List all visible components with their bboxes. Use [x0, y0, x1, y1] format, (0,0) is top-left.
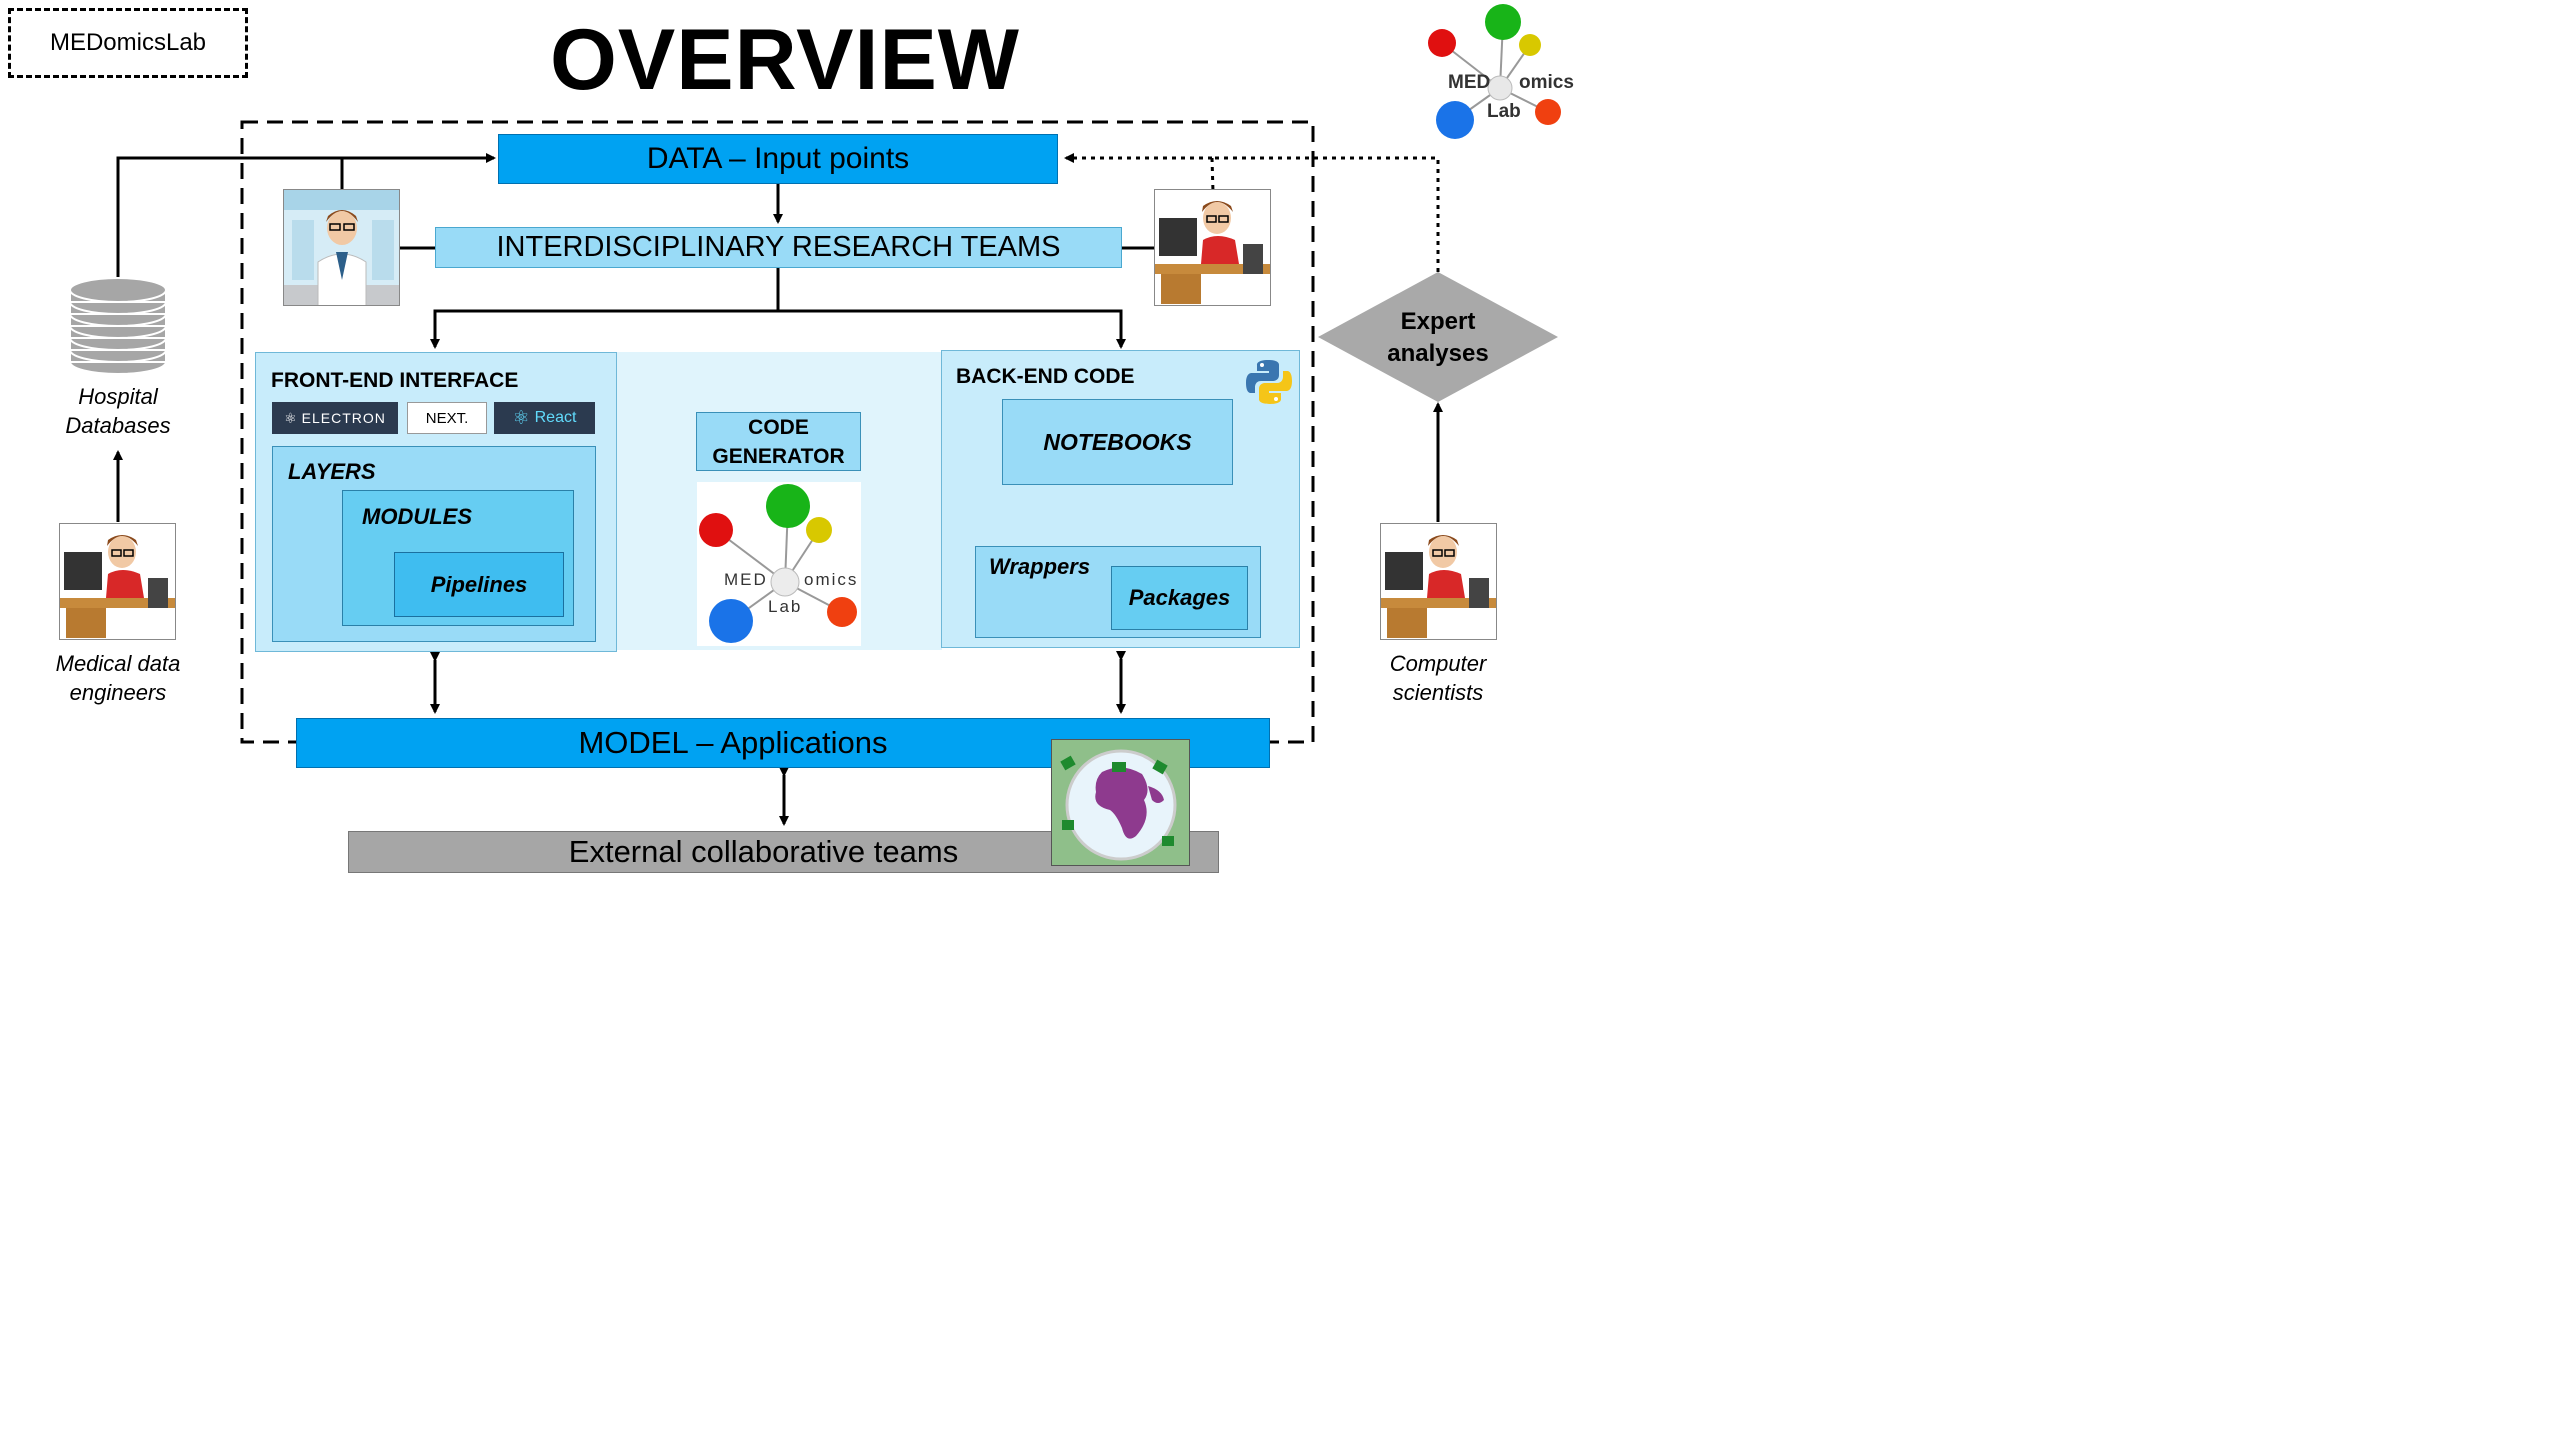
react-icon: ⚛: [512, 407, 530, 429]
logo-top-lab: Lab: [1487, 101, 1521, 122]
layers-label: LAYERS: [288, 459, 376, 484]
layers-box: LAYERS MODULES Pipelines: [272, 446, 596, 642]
computer-scientist-illustration: [1380, 523, 1497, 640]
engineer-illustration: [59, 523, 176, 640]
page-title: OVERVIEW: [550, 11, 1020, 108]
hospital-databases-caption: Hospital Databases: [65, 384, 171, 438]
lab-label-box: MEDomicsLab: [8, 8, 248, 78]
medomics-logo-center-bg: [697, 482, 861, 646]
python-icon: [1246, 360, 1292, 404]
logo-center-omics: omics: [804, 570, 859, 589]
wrappers-label: Wrappers: [989, 554, 1091, 579]
backend-panel: BACK-END CODE NOTEBOOKS Wrappers Package…: [941, 350, 1300, 648]
wrappers-box: Wrappers Packages: [975, 546, 1261, 638]
logo-center-lab: Lab: [768, 597, 803, 616]
electron-logo: ⚛ELECTRON: [272, 402, 398, 434]
research-teams-box: INTERDISCIPLINARY RESEARCH TEAMS: [435, 227, 1122, 268]
react-logo: ⚛React: [494, 402, 595, 434]
modules-box: MODULES Pipelines: [342, 490, 574, 626]
data-input-box: DATA – Input points: [498, 134, 1058, 184]
medical-engineers-caption: Medical data engineers: [55, 651, 181, 705]
frontend-panel: FRONT-END INTERFACE ⚛ELECTRON NEXT. ⚛Rea…: [255, 352, 617, 652]
logo-top-omics: omics: [1519, 72, 1574, 93]
logo-top-med: MED: [1448, 72, 1491, 93]
next-logo: NEXT.: [407, 402, 487, 434]
lab-label: MEDomicsLab: [49, 29, 207, 56]
computer-scientists-caption: Computer scientists: [1389, 651, 1487, 705]
notebooks-box: NOTEBOOKS: [1002, 399, 1233, 485]
globe-illustration: [1051, 739, 1190, 866]
expert-analyses-label: Expert analyses: [1387, 308, 1489, 367]
backend-title: BACK-END CODE: [956, 365, 1135, 388]
code-generator-box: CODE GENERATOR: [696, 412, 861, 471]
frontend-title: FRONT-END INTERFACE: [271, 369, 519, 392]
doctor-illustration: [283, 189, 400, 306]
logo-center-med: MED: [724, 570, 768, 589]
electron-icon: ⚛: [284, 409, 298, 426]
packages-box: Packages: [1111, 566, 1248, 630]
researcher-illustration: [1154, 189, 1271, 306]
pipelines-box: Pipelines: [394, 552, 564, 617]
modules-label: MODULES: [362, 504, 472, 529]
